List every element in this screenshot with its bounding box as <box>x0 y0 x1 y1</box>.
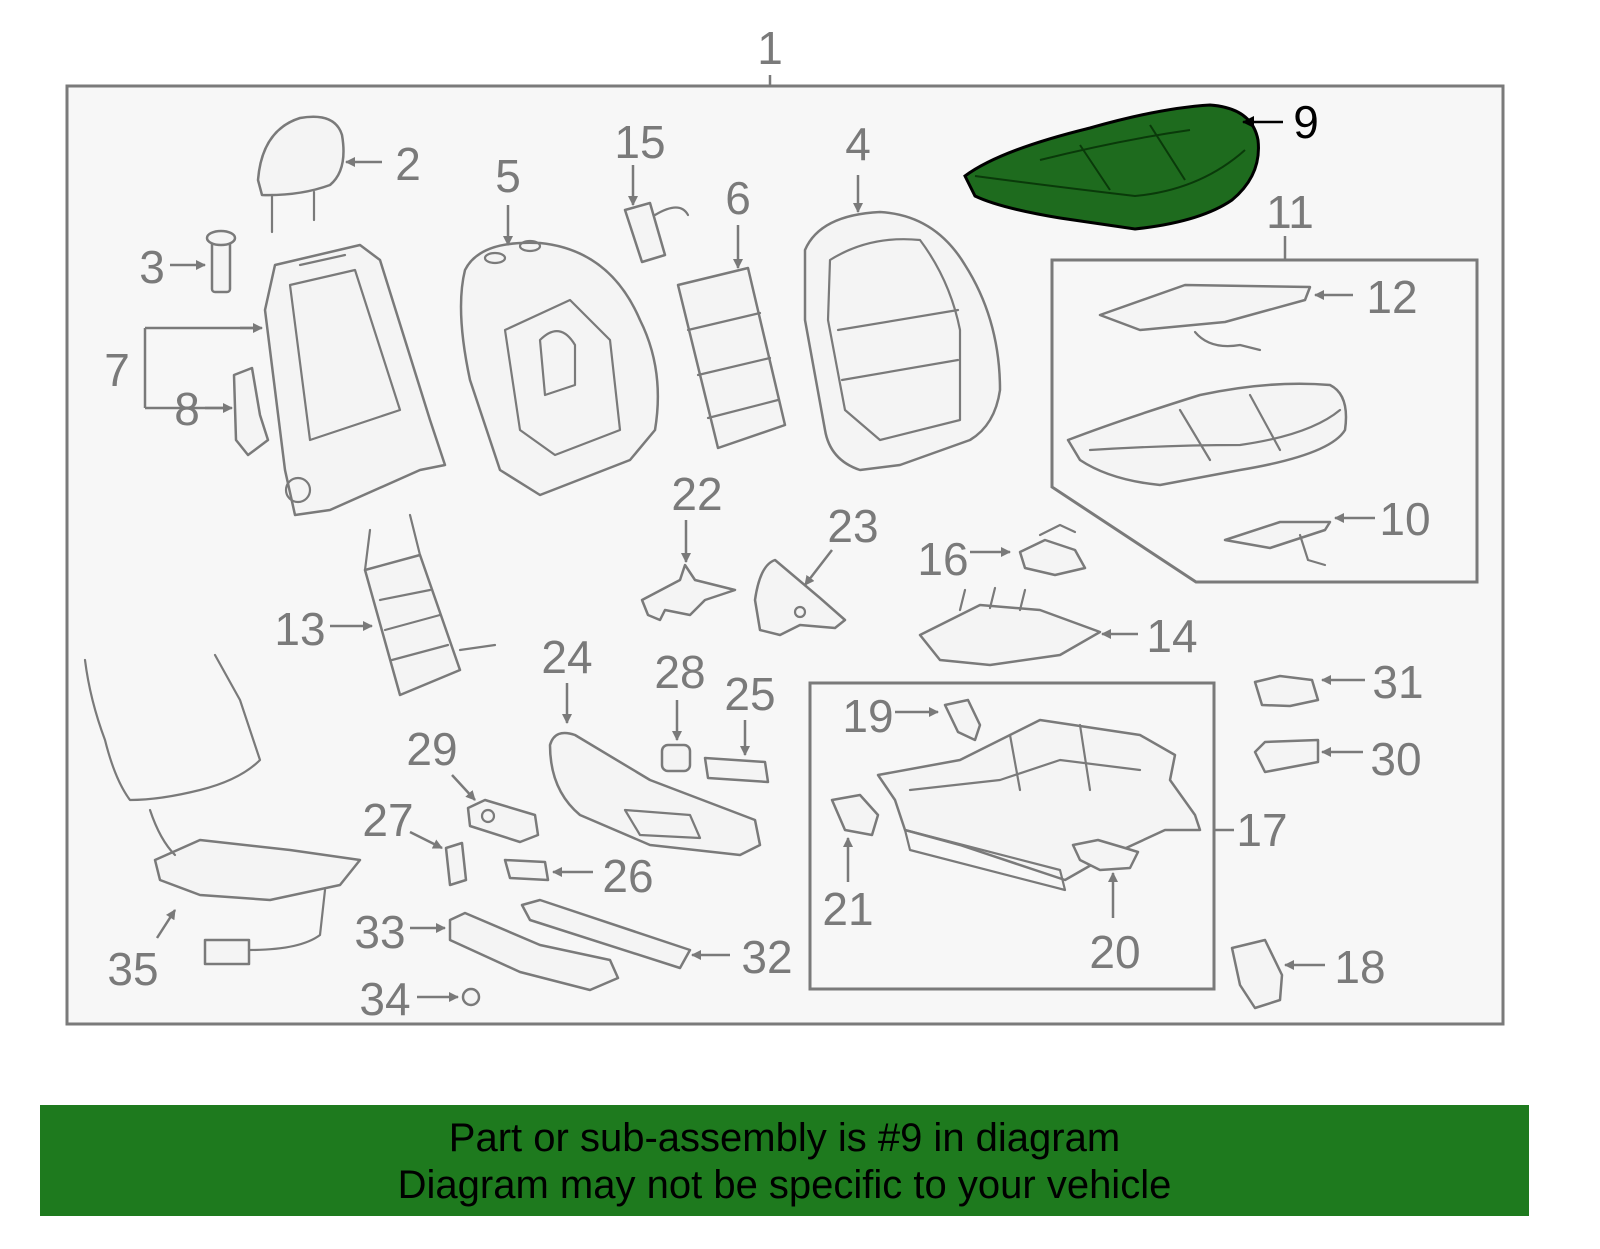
callout-34: 34 <box>359 973 410 1025</box>
part-12-cushion-pan[interactable] <box>1098 283 1312 352</box>
part-27-knob[interactable] <box>444 841 468 887</box>
callout-13: 13 <box>274 603 325 655</box>
callout-23: 23 <box>827 500 878 552</box>
part-25-switch[interactable] <box>703 756 770 784</box>
part-10-occupant-sensor[interactable] <box>1223 520 1332 567</box>
callout-22: 22 <box>671 468 722 520</box>
callout-7: 7 <box>104 344 130 396</box>
part-17-seat-adjuster[interactable] <box>876 718 1202 892</box>
banner-line-1: Part or sub-assembly is #9 in diagram <box>448 1116 1121 1160</box>
callout-5: 5 <box>495 150 521 202</box>
callout-35: 35 <box>107 943 158 995</box>
part-35-wiring-harness[interactable] <box>83 653 362 966</box>
part-18-bracket[interactable] <box>1230 938 1284 1010</box>
part-15-sensor[interactable] <box>623 201 690 264</box>
callout-1: 1 <box>757 22 783 74</box>
callout-18: 18 <box>1334 941 1385 993</box>
callout-15: 15 <box>614 116 665 168</box>
part-9-seat-cushion-pad[interactable] <box>963 103 1260 231</box>
part-34-clip[interactable] <box>461 987 481 1007</box>
part-26-knob[interactable] <box>503 858 550 882</box>
callout-4: 4 <box>845 118 871 170</box>
info-banner: Part or sub-assembly is #9 in diagram Di… <box>40 1105 1529 1216</box>
callout-11: 11 <box>1266 186 1314 238</box>
part-19-motor[interactable] <box>943 698 982 742</box>
callout-6: 6 <box>725 172 751 224</box>
callout-25: 25 <box>724 668 775 720</box>
callout-19: 19 <box>842 690 893 742</box>
part-6-heater-mat[interactable] <box>676 266 787 450</box>
callout-20: 20 <box>1089 926 1140 978</box>
banner-line-2: Diagram may not be specific to your vehi… <box>397 1163 1172 1207</box>
part-28-knob[interactable] <box>660 743 692 773</box>
part-29-switch-bezel[interactable] <box>466 798 540 844</box>
callout-17: 17 <box>1236 804 1287 856</box>
callout-31: 31 <box>1372 656 1423 708</box>
part-20-motor[interactable] <box>1071 838 1140 872</box>
part-7-seatback-frame[interactable] <box>263 243 447 517</box>
callout-8: 8 <box>174 383 200 435</box>
callout-21: 21 <box>822 883 873 935</box>
callout-16: 16 <box>917 533 968 585</box>
part-5-seatback-pad[interactable] <box>459 239 660 497</box>
part-32-track-cover[interactable] <box>520 898 692 970</box>
exploded-seat-diagram: 1 11 17 9 2 3 7 8 <box>65 22 1505 1026</box>
callout-26: 26 <box>602 850 653 902</box>
part-11-seat-cushion-assembly[interactable] <box>1066 382 1348 487</box>
part-2-headrest[interactable] <box>256 115 345 234</box>
part-13-suspension-mat[interactable] <box>363 513 497 697</box>
part-14-cushion-frame[interactable] <box>918 586 1102 667</box>
callout-24: 24 <box>541 631 592 683</box>
callout-10: 10 <box>1379 493 1430 545</box>
callout-9: 9 <box>1293 96 1319 148</box>
callout-3: 3 <box>139 241 165 293</box>
part-8-recliner-motor[interactable] <box>232 366 270 457</box>
callout-32: 32 <box>741 931 792 983</box>
part-33-track-cover[interactable] <box>448 911 620 992</box>
callout-12: 12 <box>1366 271 1417 323</box>
callout-27: 27 <box>362 794 413 846</box>
callout-29: 29 <box>406 723 457 775</box>
part-24-side-shield[interactable] <box>548 731 762 857</box>
part-23-trim-cover[interactable] <box>753 558 847 637</box>
part-16-switch-module[interactable] <box>1018 523 1087 577</box>
callout-30: 30 <box>1370 733 1421 785</box>
part-22-bracket[interactable] <box>640 563 737 622</box>
part-30-module[interactable] <box>1253 738 1320 774</box>
part-4-seatback-cover[interactable] <box>803 210 1002 472</box>
part-21-motor[interactable] <box>830 793 880 837</box>
callout-14: 14 <box>1146 610 1197 662</box>
callout-28: 28 <box>654 646 705 698</box>
callout-33: 33 <box>354 906 405 958</box>
part-31-cover[interactable] <box>1253 674 1320 708</box>
callout-2: 2 <box>395 138 421 190</box>
part-3-headrest-guide[interactable] <box>205 229 237 294</box>
